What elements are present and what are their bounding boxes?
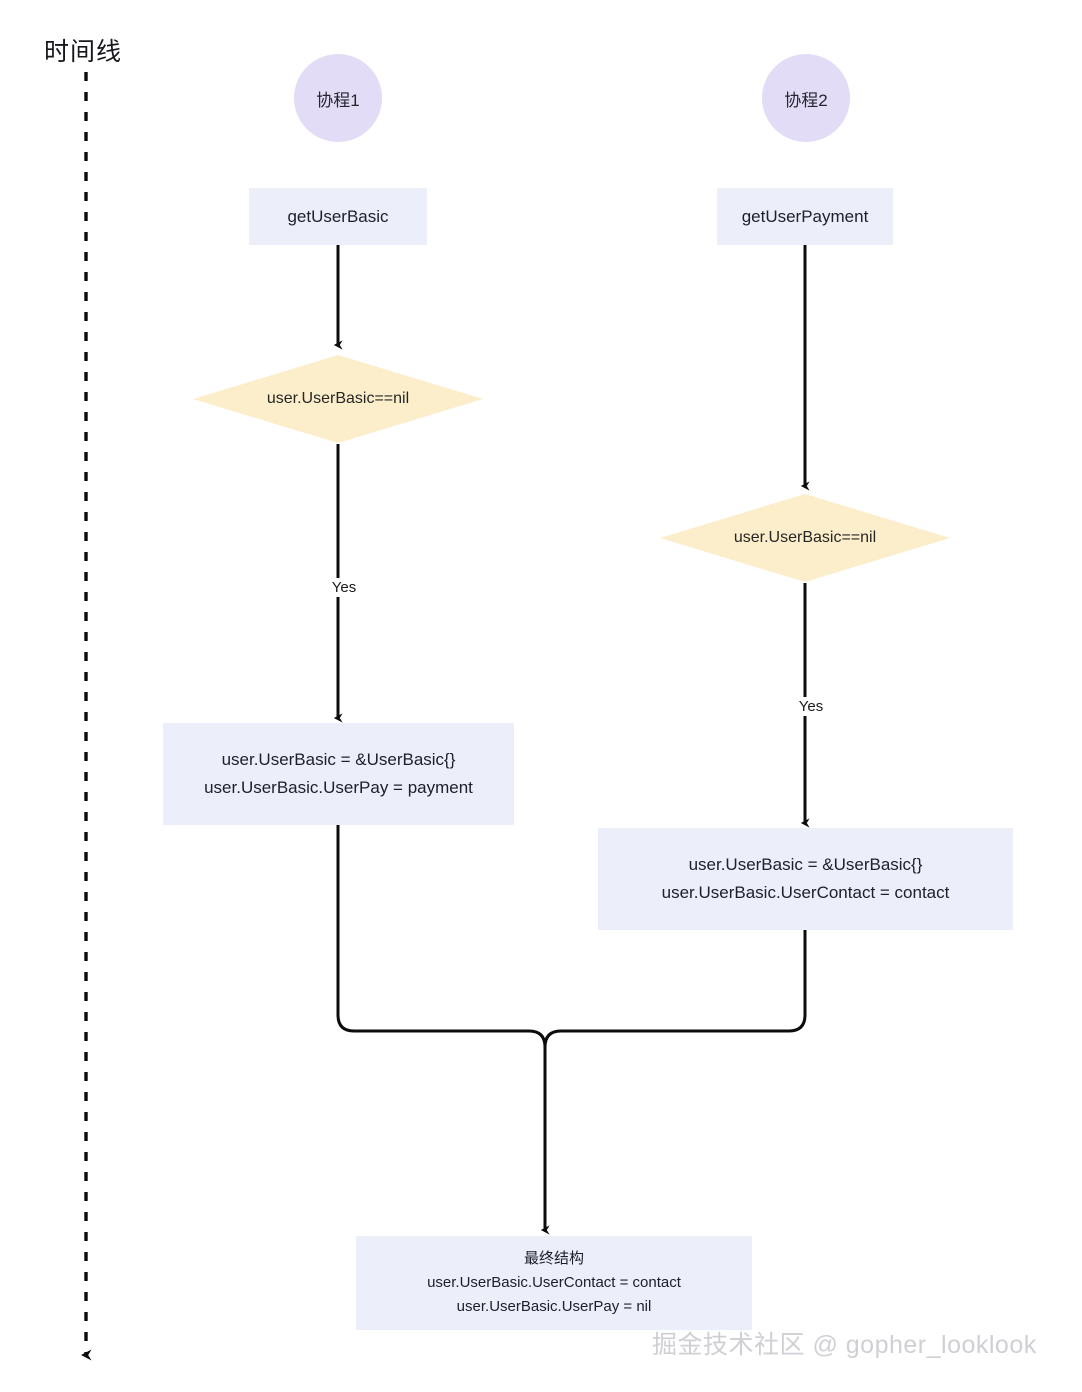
call-node-lane2-label: getUserPayment (741, 206, 869, 226)
start-node-lane2[interactable]: 协程2 (762, 54, 850, 142)
result-node-line1: 最终结构 (523, 1249, 584, 1267)
result-node-line3: user.UserBasic.UserPay = nil (456, 1298, 652, 1316)
decision-diamond-lane2 (660, 494, 950, 582)
edge-label-lane2-yes: Yes (787, 697, 835, 716)
call-node-lane2[interactable]: getUserPayment (717, 188, 893, 245)
call-node-lane1[interactable]: getUserBasic (249, 188, 427, 245)
start-node-lane1-label: 协程1 (316, 90, 360, 110)
start-node-lane2-label: 协程2 (784, 90, 828, 110)
start-node-lane1[interactable]: 协程1 (294, 54, 382, 142)
action-node-lane1[interactable]: user.UserBasic = &UserBasic{} user.UserB… (163, 723, 514, 825)
edge-label-lane1-yes: Yes (320, 578, 368, 597)
timeline-label: 时间线 (44, 38, 123, 66)
action-node-lane2-line2: user.UserBasic.UserContact = contact (661, 883, 950, 902)
result-node[interactable]: 最终结构 user.UserBasic.UserContact = contac… (356, 1236, 752, 1330)
action-node-lane1-line2: user.UserBasic.UserPay = payment (204, 778, 473, 797)
edge-lane2-action-to-merge (543, 930, 807, 1060)
watermark: 掘金技术社区 @ gopher_looklook (652, 1331, 1037, 1359)
decision-diamond-lane1 (193, 355, 483, 443)
action-node-lane2-line1: user.UserBasic = &UserBasic{} (688, 855, 923, 875)
edge-lane1-action-to-merge (336, 825, 547, 1060)
action-node-lane2[interactable]: user.UserBasic = &UserBasic{} user.UserB… (598, 828, 1013, 930)
result-node-line2: user.UserBasic.UserContact = contact (427, 1273, 681, 1291)
action-node-lane1-line1: user.UserBasic = &UserBasic{} (221, 750, 456, 770)
call-node-lane1-label: getUserBasic (287, 206, 389, 226)
